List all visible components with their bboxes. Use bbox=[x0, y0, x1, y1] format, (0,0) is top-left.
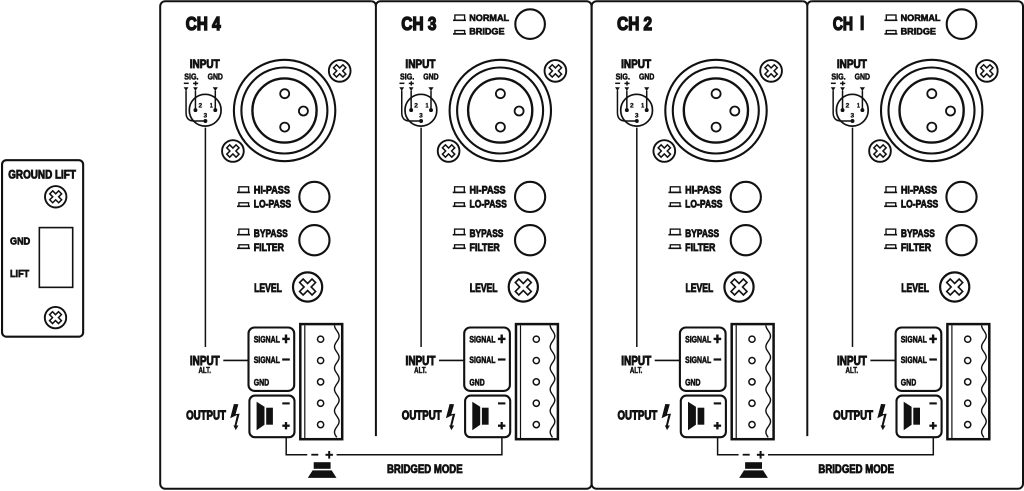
svg-text:GND: GND bbox=[639, 72, 654, 82]
svg-text:GND: GND bbox=[901, 377, 917, 387]
svg-text:1: 1 bbox=[641, 102, 644, 109]
svg-text:ALT.: ALT. bbox=[198, 366, 211, 375]
svg-text:LIFT: LIFT bbox=[10, 269, 29, 280]
svg-text:FILTER: FILTER bbox=[901, 242, 931, 254]
svg-text:HI-PASS: HI-PASS bbox=[685, 185, 721, 197]
svg-text:LEVEL: LEVEL bbox=[686, 281, 714, 295]
svg-text:LO-PASS: LO-PASS bbox=[901, 199, 938, 211]
svg-text:1: 1 bbox=[857, 102, 860, 109]
svg-text:OUTPUT: OUTPUT bbox=[833, 408, 873, 423]
svg-text:BRIDGE: BRIDGE bbox=[469, 27, 504, 38]
svg-text:1: 1 bbox=[210, 102, 213, 109]
svg-text:FILTER: FILTER bbox=[254, 242, 284, 254]
svg-text:ALT.: ALT. bbox=[846, 366, 859, 375]
svg-text:INPUT: INPUT bbox=[621, 57, 652, 71]
svg-text:GND: GND bbox=[469, 377, 485, 387]
svg-text:BYPASS: BYPASS bbox=[685, 228, 719, 240]
svg-text:1: 1 bbox=[425, 102, 428, 109]
svg-text:INPUT: INPUT bbox=[837, 57, 868, 71]
svg-text:SIGNAL: SIGNAL bbox=[685, 334, 711, 344]
svg-text:SIG.: SIG. bbox=[184, 72, 198, 82]
svg-text:INPUT: INPUT bbox=[406, 354, 436, 368]
svg-text:NORMAL: NORMAL bbox=[901, 13, 941, 24]
svg-text:LEVEL: LEVEL bbox=[901, 281, 929, 295]
svg-text:BYPASS: BYPASS bbox=[901, 228, 935, 240]
svg-text:SIGNAL: SIGNAL bbox=[685, 355, 711, 365]
svg-text:CH 4: CH 4 bbox=[186, 13, 221, 34]
svg-text:SIG.: SIG. bbox=[616, 72, 630, 82]
svg-text:GND: GND bbox=[855, 72, 870, 82]
svg-text:OUTPUT: OUTPUT bbox=[617, 408, 657, 423]
svg-text:CH: CH bbox=[833, 13, 853, 34]
svg-text:2: 2 bbox=[199, 102, 203, 109]
svg-text:SIGNAL: SIGNAL bbox=[254, 355, 280, 365]
svg-text:INPUT: INPUT bbox=[405, 57, 436, 71]
svg-text:BRIDGED MODE: BRIDGED MODE bbox=[387, 464, 463, 476]
svg-text:LO-PASS: LO-PASS bbox=[469, 199, 506, 211]
svg-text:ALT.: ALT. bbox=[630, 366, 643, 375]
svg-text:2: 2 bbox=[846, 102, 850, 109]
svg-text:3: 3 bbox=[419, 112, 423, 119]
svg-text:SIGNAL: SIGNAL bbox=[901, 334, 927, 344]
svg-text:HI-PASS: HI-PASS bbox=[254, 185, 290, 197]
svg-text:SIGNAL: SIGNAL bbox=[254, 334, 280, 344]
svg-text:SIG.: SIG. bbox=[831, 72, 845, 82]
svg-text:GND: GND bbox=[423, 72, 438, 82]
svg-text:SIGNAL: SIGNAL bbox=[469, 334, 495, 344]
svg-text:LEVEL: LEVEL bbox=[470, 281, 498, 295]
svg-text:3: 3 bbox=[203, 112, 207, 119]
svg-text:FILTER: FILTER bbox=[469, 242, 499, 254]
svg-text:GND: GND bbox=[10, 236, 30, 247]
svg-text:GROUND LIFT: GROUND LIFT bbox=[8, 168, 76, 182]
svg-text:GND: GND bbox=[208, 72, 223, 82]
svg-text:INPUT: INPUT bbox=[190, 354, 220, 368]
svg-text:GND: GND bbox=[254, 377, 270, 387]
svg-text:INPUT: INPUT bbox=[621, 354, 651, 368]
svg-text:INPUT: INPUT bbox=[837, 354, 867, 368]
svg-text:3: 3 bbox=[851, 112, 855, 119]
svg-text:INPUT: INPUT bbox=[190, 57, 221, 71]
svg-text:2: 2 bbox=[630, 102, 634, 109]
svg-text:3: 3 bbox=[635, 112, 639, 119]
svg-text:NORMAL: NORMAL bbox=[469, 13, 509, 24]
svg-text:LO-PASS: LO-PASS bbox=[685, 199, 722, 211]
svg-text:LO-PASS: LO-PASS bbox=[254, 199, 291, 211]
svg-text:CH 3: CH 3 bbox=[401, 13, 436, 34]
svg-text:HI-PASS: HI-PASS bbox=[901, 185, 937, 197]
svg-text:GND: GND bbox=[685, 377, 701, 387]
svg-text:FILTER: FILTER bbox=[685, 242, 715, 254]
svg-text:OUTPUT: OUTPUT bbox=[186, 408, 226, 423]
svg-text:HI-PASS: HI-PASS bbox=[469, 185, 505, 197]
svg-text:SIG.: SIG. bbox=[400, 72, 414, 82]
svg-text:BYPASS: BYPASS bbox=[254, 228, 288, 240]
svg-text:SIGNAL: SIGNAL bbox=[469, 355, 495, 365]
svg-text:OUTPUT: OUTPUT bbox=[402, 408, 442, 423]
svg-text:2: 2 bbox=[414, 102, 418, 109]
svg-text:BRIDGE: BRIDGE bbox=[901, 27, 936, 38]
svg-text:BYPASS: BYPASS bbox=[469, 228, 503, 240]
svg-text:BRIDGED MODE: BRIDGED MODE bbox=[818, 464, 894, 476]
svg-text:LEVEL: LEVEL bbox=[254, 281, 282, 295]
svg-text:SIGNAL: SIGNAL bbox=[901, 355, 927, 365]
svg-text:ALT.: ALT. bbox=[414, 366, 427, 375]
svg-text:CH 2: CH 2 bbox=[617, 13, 652, 34]
